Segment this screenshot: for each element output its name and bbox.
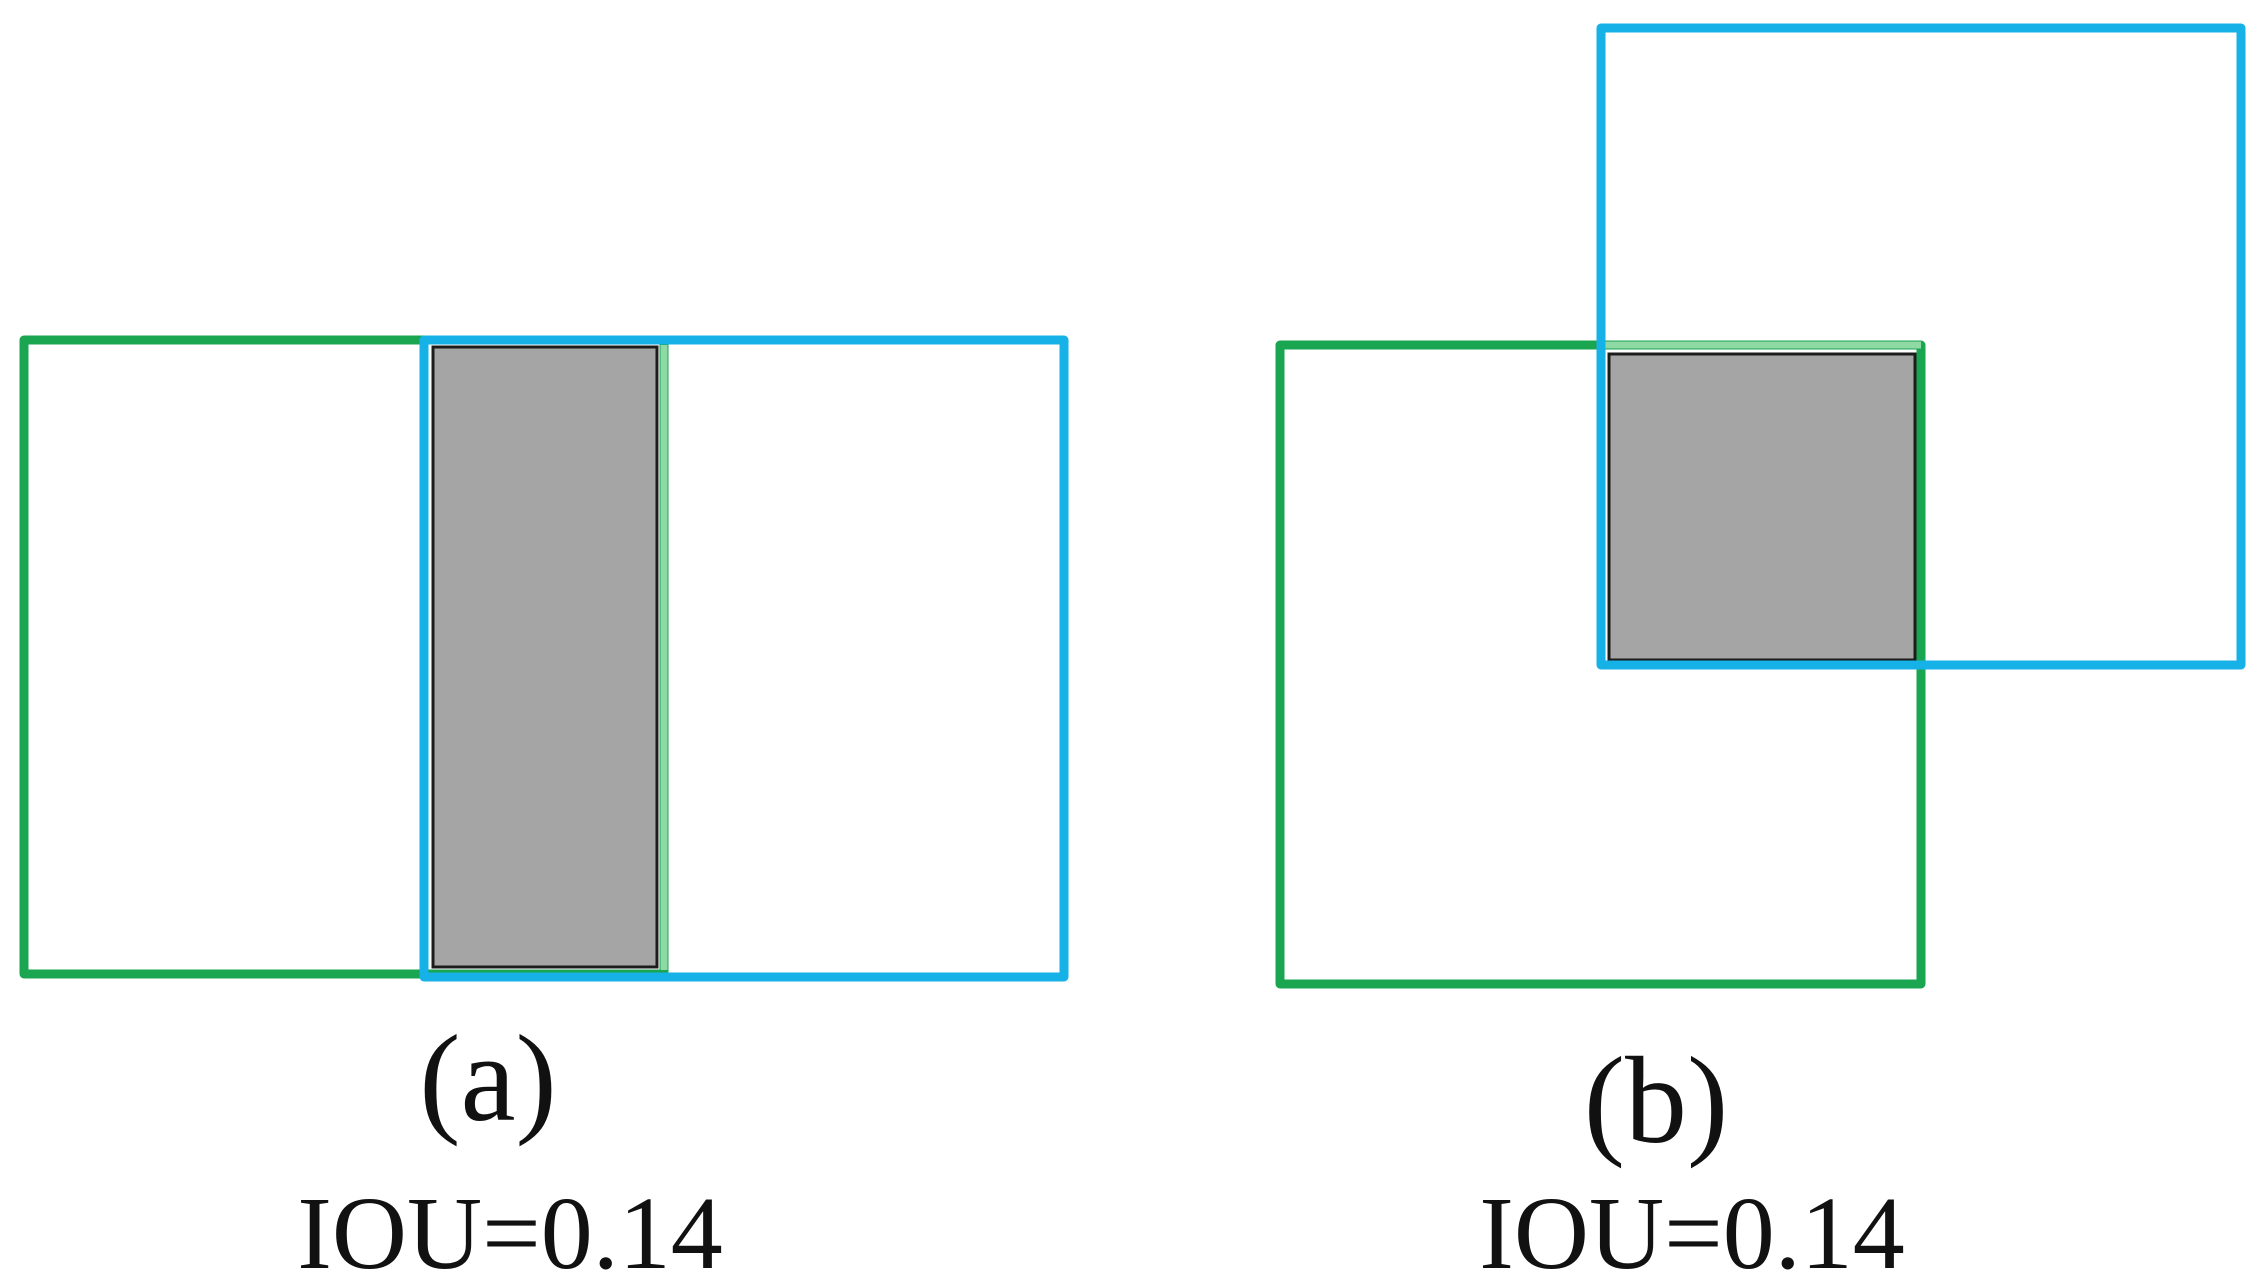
panel-b-label: (b) xyxy=(1584,1032,1729,1169)
panel-a-intersection xyxy=(431,345,659,969)
panel-a-blue-box xyxy=(419,335,1069,982)
panel-a-label: (a) xyxy=(419,1010,557,1147)
panel-b-blue-box xyxy=(1596,23,2246,670)
panel-a-iou-value: IOU=0.14 xyxy=(297,1176,723,1286)
panel-b: (b) IOU=0.14 xyxy=(1275,23,2246,1286)
panel-a: (a) IOU=0.14 xyxy=(19,335,1069,1286)
panel-b-iou-value: IOU=0.14 xyxy=(1479,1176,1905,1286)
panel-b-intersection xyxy=(1607,352,1917,662)
